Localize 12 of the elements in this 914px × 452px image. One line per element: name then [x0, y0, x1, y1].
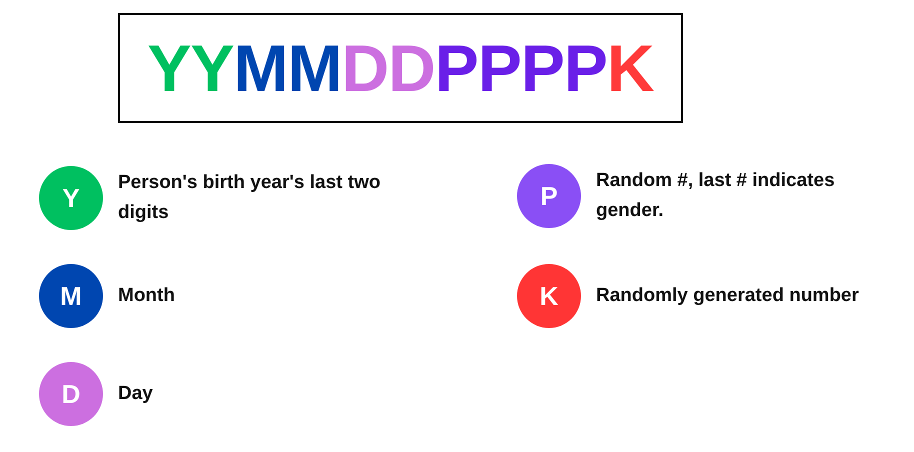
letter-circle: M	[39, 264, 103, 328]
description-text: Day	[118, 382, 154, 406]
code-format-text: YYMMDDPPPPK	[147, 30, 654, 106]
description-text: Random #, last # indicates gender.	[596, 169, 836, 223]
description-text: Randomly generated number	[596, 284, 860, 308]
letter-circle: D	[39, 362, 103, 426]
code-format-box	[118, 13, 683, 123]
description-text: Month	[118, 284, 176, 308]
letter-circle: K	[517, 264, 581, 328]
description-text: Person's birth year's last two digits	[118, 171, 382, 225]
letter-circle: P	[517, 164, 581, 228]
letter-circle: Y	[39, 166, 103, 230]
